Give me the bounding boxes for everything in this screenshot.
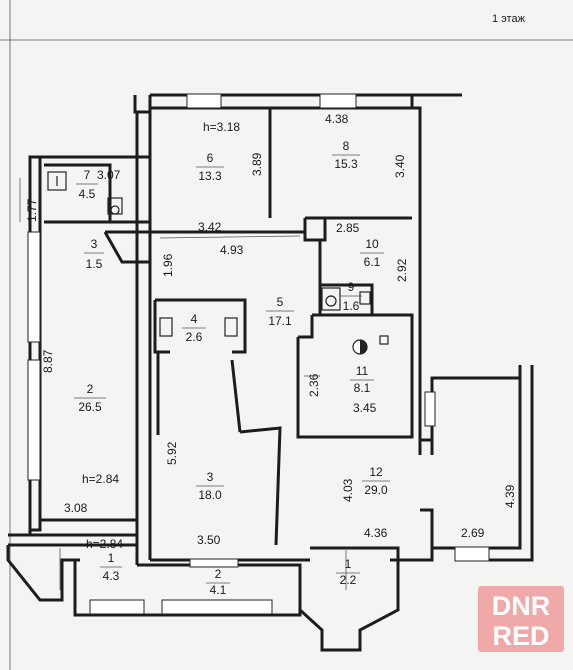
dimension-label: 2.85: [336, 221, 360, 235]
dimension-label: 3.42: [198, 220, 222, 234]
room-area: 17.1: [268, 314, 292, 328]
room-number: 11: [356, 364, 369, 378]
room-number: 1: [345, 557, 352, 571]
sink-icon: [359, 291, 371, 305]
room-area: 26.5: [78, 400, 102, 414]
room-area: 13.3: [198, 169, 222, 183]
floor-label: 1 этаж: [492, 13, 526, 25]
watermark-logo: DNR RED: [478, 586, 564, 652]
room-area: 2.2: [340, 573, 357, 587]
dimension-label: 1.77: [25, 198, 39, 222]
room-number: 3: [91, 237, 98, 251]
room-area: 1.5: [86, 257, 103, 271]
dimension-label: 4.03: [341, 478, 355, 502]
dimension-label: 4.39: [503, 484, 517, 508]
dimension-label: 3.89: [250, 152, 264, 176]
dimension-label: 2.69: [461, 526, 485, 540]
windows: [27, 93, 490, 615]
dimension-label: 5.92: [165, 441, 179, 465]
dimension-label: 3.07: [97, 168, 121, 182]
room-number: 4: [191, 312, 198, 326]
dimension-label: h=3.18: [203, 120, 240, 134]
room-area: 4.3: [103, 569, 120, 583]
svg-text:DNR: DNR: [492, 591, 551, 621]
dimension-label: 2.36: [307, 373, 321, 397]
dimension-labels: h=3.18 4.38 3.89 3.40 3.07 1.77 3.42 2.8…: [25, 112, 517, 551]
room-number: 5: [277, 295, 284, 309]
room-area: 1.6: [343, 299, 360, 313]
room-number: 9: [348, 280, 355, 294]
dimension-label: h=2.84: [86, 537, 123, 551]
room-number: 1: [108, 551, 115, 565]
dimension-label: 8.87: [41, 349, 55, 373]
room-area: 18.0: [198, 488, 222, 502]
dimension-label: 2.92: [395, 258, 409, 282]
dimension-label: h=2.84: [82, 472, 119, 486]
room-number: 2: [87, 382, 94, 396]
room-area: 2.6: [186, 330, 203, 344]
room-area: 15.3: [334, 157, 358, 171]
room-area: 8.1: [354, 381, 371, 395]
dimension-label: 3.08: [64, 501, 88, 515]
room-number: 7: [84, 168, 91, 182]
room-number: 12: [369, 465, 383, 479]
room-number: 2: [215, 567, 222, 581]
svg-text:RED: RED: [492, 621, 549, 651]
dimension-label: 3.40: [393, 154, 407, 178]
dimension-label: 4.93: [220, 243, 244, 257]
room-area: 29.0: [364, 483, 388, 497]
room-area: 4.5: [79, 187, 96, 201]
room-number: 8: [343, 139, 350, 153]
interior-walls: [44, 108, 414, 546]
dimension-label: 4.38: [325, 112, 349, 126]
outer-walls: [6, 93, 534, 652]
dimension-label: 4.36: [364, 526, 388, 540]
dimension-label: 3.50: [197, 533, 221, 547]
room-number: 10: [365, 237, 379, 251]
fixtures: [47, 171, 389, 355]
room-number: 3: [207, 470, 214, 484]
room-area: 6.1: [364, 255, 381, 269]
room-area: 4.1: [210, 583, 227, 597]
dimension-label: 3.45: [353, 401, 377, 415]
room-labels: 6 13.3 8 15.3 7 4.5 3 1.5 10 6.1 9 1.6 5…: [74, 139, 390, 597]
toilet-icon: [321, 287, 341, 311]
room-number: 6: [207, 151, 214, 165]
dimension-lines: [19, 178, 347, 590]
dimension-label: 1.96: [161, 253, 175, 277]
